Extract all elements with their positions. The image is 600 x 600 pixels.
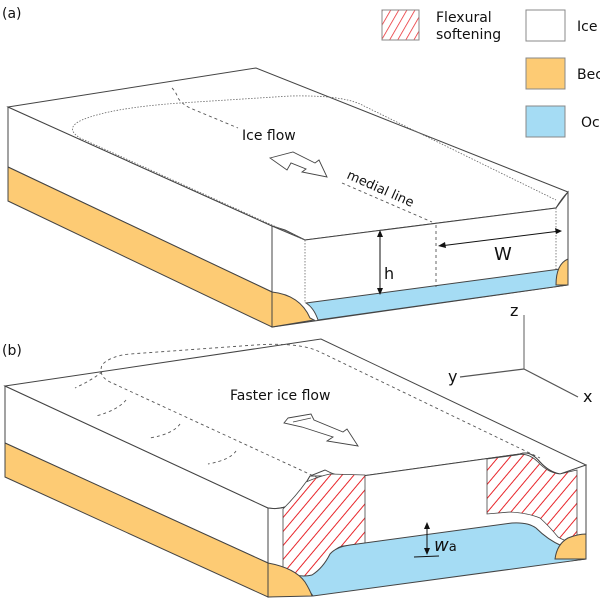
x-axis-label: x xyxy=(583,387,592,406)
y-axis-label: y xyxy=(448,367,457,386)
z-axis-label: z xyxy=(510,301,518,320)
faster-ice-flow-label: Faster ice flow xyxy=(230,388,330,404)
wa-label: wa xyxy=(434,535,457,556)
panel-b-label: (b) xyxy=(2,343,22,359)
wa-main: w xyxy=(434,535,449,556)
panel-a-bedrock-right xyxy=(555,258,569,286)
panel-a: (a) medial line Ice flow h xyxy=(2,6,569,328)
x-axis xyxy=(523,368,579,398)
ice-flow-arrow-icon xyxy=(268,151,328,178)
panel-a-medial-line xyxy=(171,87,239,129)
y-axis xyxy=(459,368,525,378)
width-label: W xyxy=(494,244,512,265)
legend-label-flexural-2: softening xyxy=(436,27,501,43)
legend-swatch-bedrock xyxy=(525,57,566,90)
panel-b-bedrock-right xyxy=(554,533,587,560)
thickness-label: h xyxy=(384,264,394,283)
faster-ice-flow-arrow-icon xyxy=(283,413,359,447)
panel-a-bedrock-left xyxy=(271,291,316,328)
legend-swatch-ocean xyxy=(525,105,566,138)
panel-b-grounding-line xyxy=(100,343,541,479)
coordinate-axes: z y x xyxy=(448,301,592,406)
legend: Flexural softening Ice Bec Oc xyxy=(381,9,600,138)
legend-label-ocean: Oc xyxy=(581,115,600,131)
legend-label-ice: Ice xyxy=(577,19,597,35)
width-dimension-line xyxy=(439,230,561,247)
legend-swatch-flexural xyxy=(381,9,420,41)
legend-label-bedrock: Bec xyxy=(577,67,600,83)
legend-swatch-ice xyxy=(525,9,566,42)
panel-a-grounding-line xyxy=(72,95,557,241)
panel-a-label: (a) xyxy=(2,6,22,22)
ice-flow-label: Ice flow xyxy=(242,128,296,144)
panel-b-bedrock-left xyxy=(267,562,313,598)
wa-sub: a xyxy=(449,540,457,555)
panel-b: (b) Faster ice flow wa xyxy=(2,338,588,598)
legend-label-flexural-1: Flexural xyxy=(436,10,492,26)
